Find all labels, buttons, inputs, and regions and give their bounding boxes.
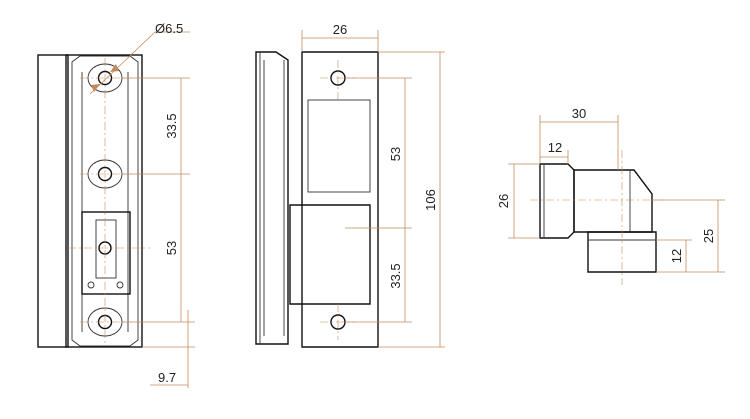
knuckle-width-label: 30 — [572, 106, 586, 121]
side-leaf-outline — [255, 51, 289, 345]
front-spacing-bottom-label: 53 — [164, 241, 179, 255]
side-view — [255, 30, 445, 348]
side-knuckle-block — [289, 204, 371, 305]
side-width-label: 26 — [333, 22, 347, 37]
knuckle-body — [573, 169, 653, 233]
side-window — [307, 99, 371, 193]
front-inner-recess — [71, 55, 139, 347]
front-spacing-top-label: 33.5 — [164, 113, 179, 138]
hole-diameter-label: Ø6.5 — [155, 21, 183, 36]
knuckle-cap-width-label: 12 — [548, 140, 562, 155]
diameter-leader — [89, 31, 156, 95]
side-plate-outline — [301, 51, 379, 348]
front-edge-offset-label: 9.7 — [158, 370, 176, 385]
front-slot-inner — [95, 219, 117, 279]
front-view — [37, 31, 195, 388]
front-leaf-outline — [37, 54, 69, 348]
side-upper-spacing-label: 53 — [388, 147, 403, 161]
front-adjust-slot — [81, 211, 131, 295]
side-total-height-label: 106 — [423, 189, 438, 211]
front-plate-outline — [65, 54, 143, 348]
knuckle-body-height-label: 26 — [496, 194, 511, 208]
knuckle-total-height-label: 25 — [701, 229, 716, 243]
knuckle-base-height-label: 12 — [669, 249, 684, 263]
knuckle-cap — [539, 163, 575, 239]
knuckle-view — [508, 115, 725, 285]
side-lower-spacing-label: 33.5 — [388, 263, 403, 288]
